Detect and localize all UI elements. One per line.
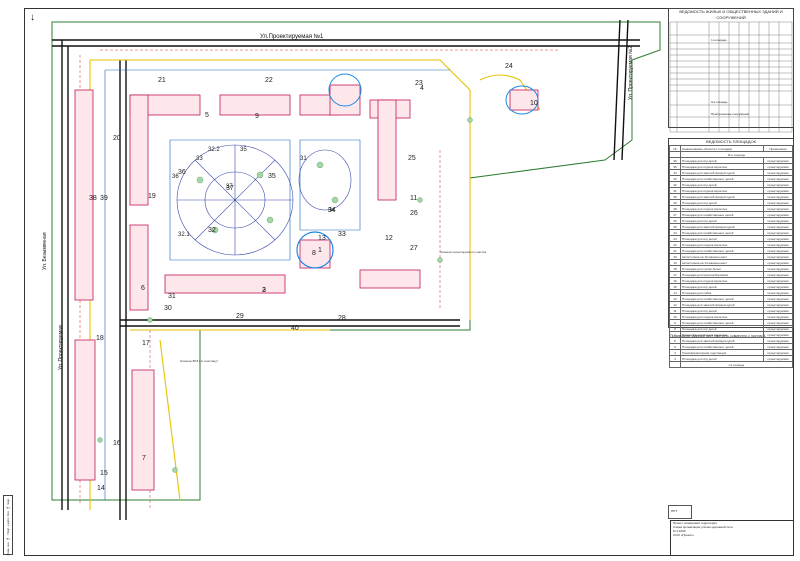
plot-label: 25 (408, 155, 416, 162)
plot-label: 4 (420, 85, 424, 92)
street-label-left-lower: Ул. Проектируемая (58, 325, 64, 370)
stamp-org: ООО «Проект» (673, 533, 695, 537)
plot-label: 24 (505, 63, 513, 70)
driveways (89, 59, 541, 510)
sites-group-row-b: I-я очередь (669, 361, 793, 368)
sites-group-b: I-я очередь (680, 361, 793, 368)
plot-label: 11 (410, 195, 417, 202)
park-label: 36 (172, 174, 179, 180)
park-label: 35 (240, 147, 247, 153)
plot-label: 20 (113, 135, 121, 142)
plot-label: 18 (96, 335, 104, 342)
annotation-left: Граница ЗПЗ (по генплану) (180, 359, 218, 363)
trees (97, 117, 473, 473)
plot-label: 37 (226, 185, 234, 192)
stamp-project: Проект планировки территории (673, 521, 717, 525)
plot-label: 19 (148, 193, 156, 200)
plot-label: 29 (236, 313, 244, 320)
street-label-right: Ул. Проектируемая №2 (628, 46, 634, 100)
park-label: 37 (226, 184, 233, 190)
plot-label: 33 (338, 231, 346, 238)
stamp-sheet-title: Схема организации улично-дорожной сети (673, 525, 733, 529)
plot-label: 34 (328, 207, 336, 214)
plot-label: 12 (385, 235, 393, 242)
annotation-right: Граница проектируемого участка (440, 250, 486, 254)
north-arrow: ↓ (30, 12, 35, 23)
plot-label: 31 (168, 293, 176, 300)
sites-group-num-b (669, 361, 681, 368)
street-label-left-upper: Ул. Безымянная (42, 232, 48, 270)
buildings-table-title: ВЕДОМОСТЬ ЖИЛЫХ И ОБЩЕСТВЕННЫХ ЗДАНИЙ И … (679, 9, 783, 20)
title-block: Проект планировки территории Схема орган… (670, 520, 794, 556)
plot-label: 39 (100, 195, 108, 202)
plot-label: 10 (530, 100, 538, 107)
park-label: 34 (328, 208, 335, 214)
changes-code: ППТ (671, 509, 678, 513)
plot-label: 23 (415, 80, 423, 87)
sites-table-body: № Наименование объекта и площадки Примеч… (669, 145, 793, 368)
plot-label: 6 (141, 285, 145, 292)
plot-label: 30 (164, 305, 172, 312)
park-label: 31 (300, 156, 307, 162)
buildings-table: ВЕДОМОСТЬ ЖИЛЫХ И ОБЩЕСТВЕННЫХ ЗДАНИЙ И … (668, 8, 794, 133)
plot-label: 16 (113, 440, 121, 447)
changes-block: ППТ (668, 505, 692, 519)
park-label: 32.1 (178, 232, 190, 238)
plot-label: 2 (262, 287, 266, 294)
plot-label: 21 (158, 77, 166, 84)
sites-table-title: ВЕДОМОСТЬ ПЛОЩАДОК (706, 139, 756, 144)
main-note: Примечание: Данный лист смотреть совмест… (670, 334, 767, 338)
buildings-table-grid: I-я очередь II-я очередь Пристроенные со… (669, 21, 793, 133)
street-label-top: Ул.Проектируемая №1 (260, 33, 324, 40)
plot-label: 36 (178, 169, 186, 176)
plot-label: 1 (318, 247, 322, 254)
plot-label: 40 (291, 325, 299, 332)
plot-label: 26 (410, 210, 418, 217)
plot-label: 28 (338, 315, 346, 322)
plot-label: 22 (265, 77, 273, 84)
plot-label: 35 (268, 173, 276, 180)
plot-label: 14 (97, 485, 105, 492)
plot-label: 17 (142, 340, 150, 347)
stamp-scale: М 1:1000 (673, 529, 686, 533)
plot-label: 8 (312, 250, 316, 257)
park-label: 32.2 (208, 147, 220, 153)
plot-label: 7 (142, 455, 146, 462)
park-label: 33 (196, 156, 203, 162)
buildings-group-c: Пристроенные сооружения (711, 112, 749, 116)
side-stamp: Инв. № подл. Подп. и дата Взам. инв. № (3, 495, 13, 555)
sites-table: ВЕДОМОСТЬ ПЛОЩАДОК № Наименование объект… (668, 138, 794, 368)
plot-label: 27 (410, 245, 418, 252)
plot-label: 5 (205, 112, 209, 119)
water-lines (104, 69, 450, 500)
roads (52, 19, 640, 520)
plot-label: 13 (318, 235, 326, 242)
plot-label: 38 (89, 195, 97, 202)
buildings-group-a: I-я очередь (711, 38, 727, 42)
buildings-group-b: II-я очередь (711, 100, 728, 104)
plot-label: 3 (262, 287, 266, 294)
plot-label: 9 (255, 113, 259, 120)
plot-label: 32 (208, 227, 216, 234)
plot-label: 15 (100, 470, 108, 477)
central-park (176, 73, 539, 269)
